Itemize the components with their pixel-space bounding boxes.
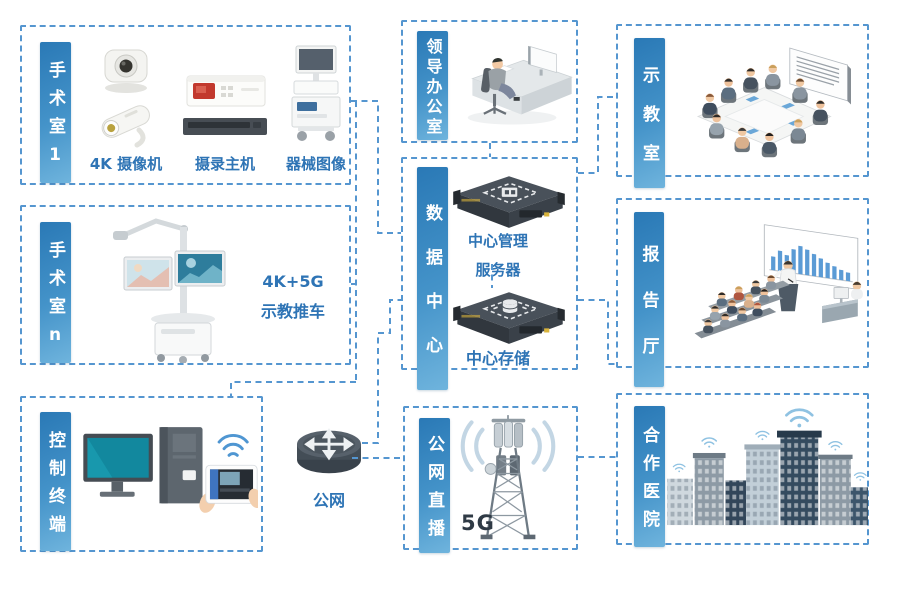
box-control-terminal: 控制终端	[20, 396, 263, 552]
label-public-live: 公网直播	[419, 418, 450, 553]
router-icon	[297, 428, 361, 474]
4k-camera-icon	[101, 49, 150, 148]
label-operating-room-n: 手术室n	[40, 222, 71, 363]
teaching-room-icon	[696, 47, 851, 158]
box-operating-room-1: 手术室1 4K 摄像机	[20, 25, 351, 185]
wifi-icon	[217, 433, 249, 457]
label-leader-office: 领导办公室	[417, 31, 448, 140]
device-4k-camera: 4K 摄像机	[80, 39, 172, 174]
lecture-hall-icon	[694, 224, 863, 339]
database-glyph	[502, 299, 518, 313]
box-public-live: 公网直播	[403, 406, 578, 553]
label-teaching-room: 示教室	[634, 38, 665, 188]
5g-tower-icon	[460, 415, 556, 540]
public-network-caption: 公网	[312, 491, 345, 510]
instrument-image-cart-icon	[291, 45, 341, 141]
connector-or1-datacenter	[351, 100, 401, 234]
5g-badge: 5G	[461, 511, 495, 535]
people	[702, 64, 829, 158]
box-data-center: 数据中心 中心管理 服务器	[401, 157, 578, 390]
management-server-caption: 中心管理 服务器	[467, 232, 528, 279]
connector-datacenter-teaching	[578, 96, 616, 174]
connector-control-trunk	[230, 381, 356, 396]
control-terminal-icon	[83, 427, 258, 513]
storage-caption: 中心存储	[465, 349, 530, 368]
management-server-icon	[453, 176, 565, 228]
label-data-center: 数据中心	[417, 167, 448, 390]
label-lecture-hall: 报告厅	[634, 212, 664, 387]
label-partner-hospital: 合作医院	[634, 406, 665, 547]
audience	[694, 275, 790, 339]
connector-datacenter-lecture	[578, 299, 616, 365]
device-caption: 器械图像	[285, 155, 346, 173]
device-instrument-image: 器械图像	[282, 39, 350, 174]
connector-router-datacenter	[362, 299, 401, 444]
box-partner-hospital: 合作医院	[616, 393, 869, 547]
recorder-host-icon	[183, 75, 267, 135]
device-recorder-host: 摄录主机	[175, 39, 275, 174]
storage-server-icon	[453, 292, 565, 344]
box-lecture-hall: 报告厅	[616, 198, 869, 387]
public-network-router: 公网	[292, 419, 366, 511]
box-leader-office: 领导办公室	[401, 20, 578, 143]
leader-office-icon	[467, 45, 573, 125]
label-control-terminal: 控制终端	[40, 412, 71, 551]
device-caption: 4K 摄像机	[89, 155, 163, 173]
device-caption: 摄录主机	[194, 155, 255, 173]
teaching-cart-icon	[113, 218, 226, 363]
label-operating-room-1: 手术室1	[40, 42, 71, 183]
teaching-cart-caption: 4K+5G 示教推车	[260, 272, 325, 321]
box-operating-room-n: 手术室n 4K+5G 示教推车	[20, 205, 351, 365]
box-teaching-room: 示教室	[616, 24, 869, 188]
hospital-buildings-icon	[667, 408, 868, 526]
